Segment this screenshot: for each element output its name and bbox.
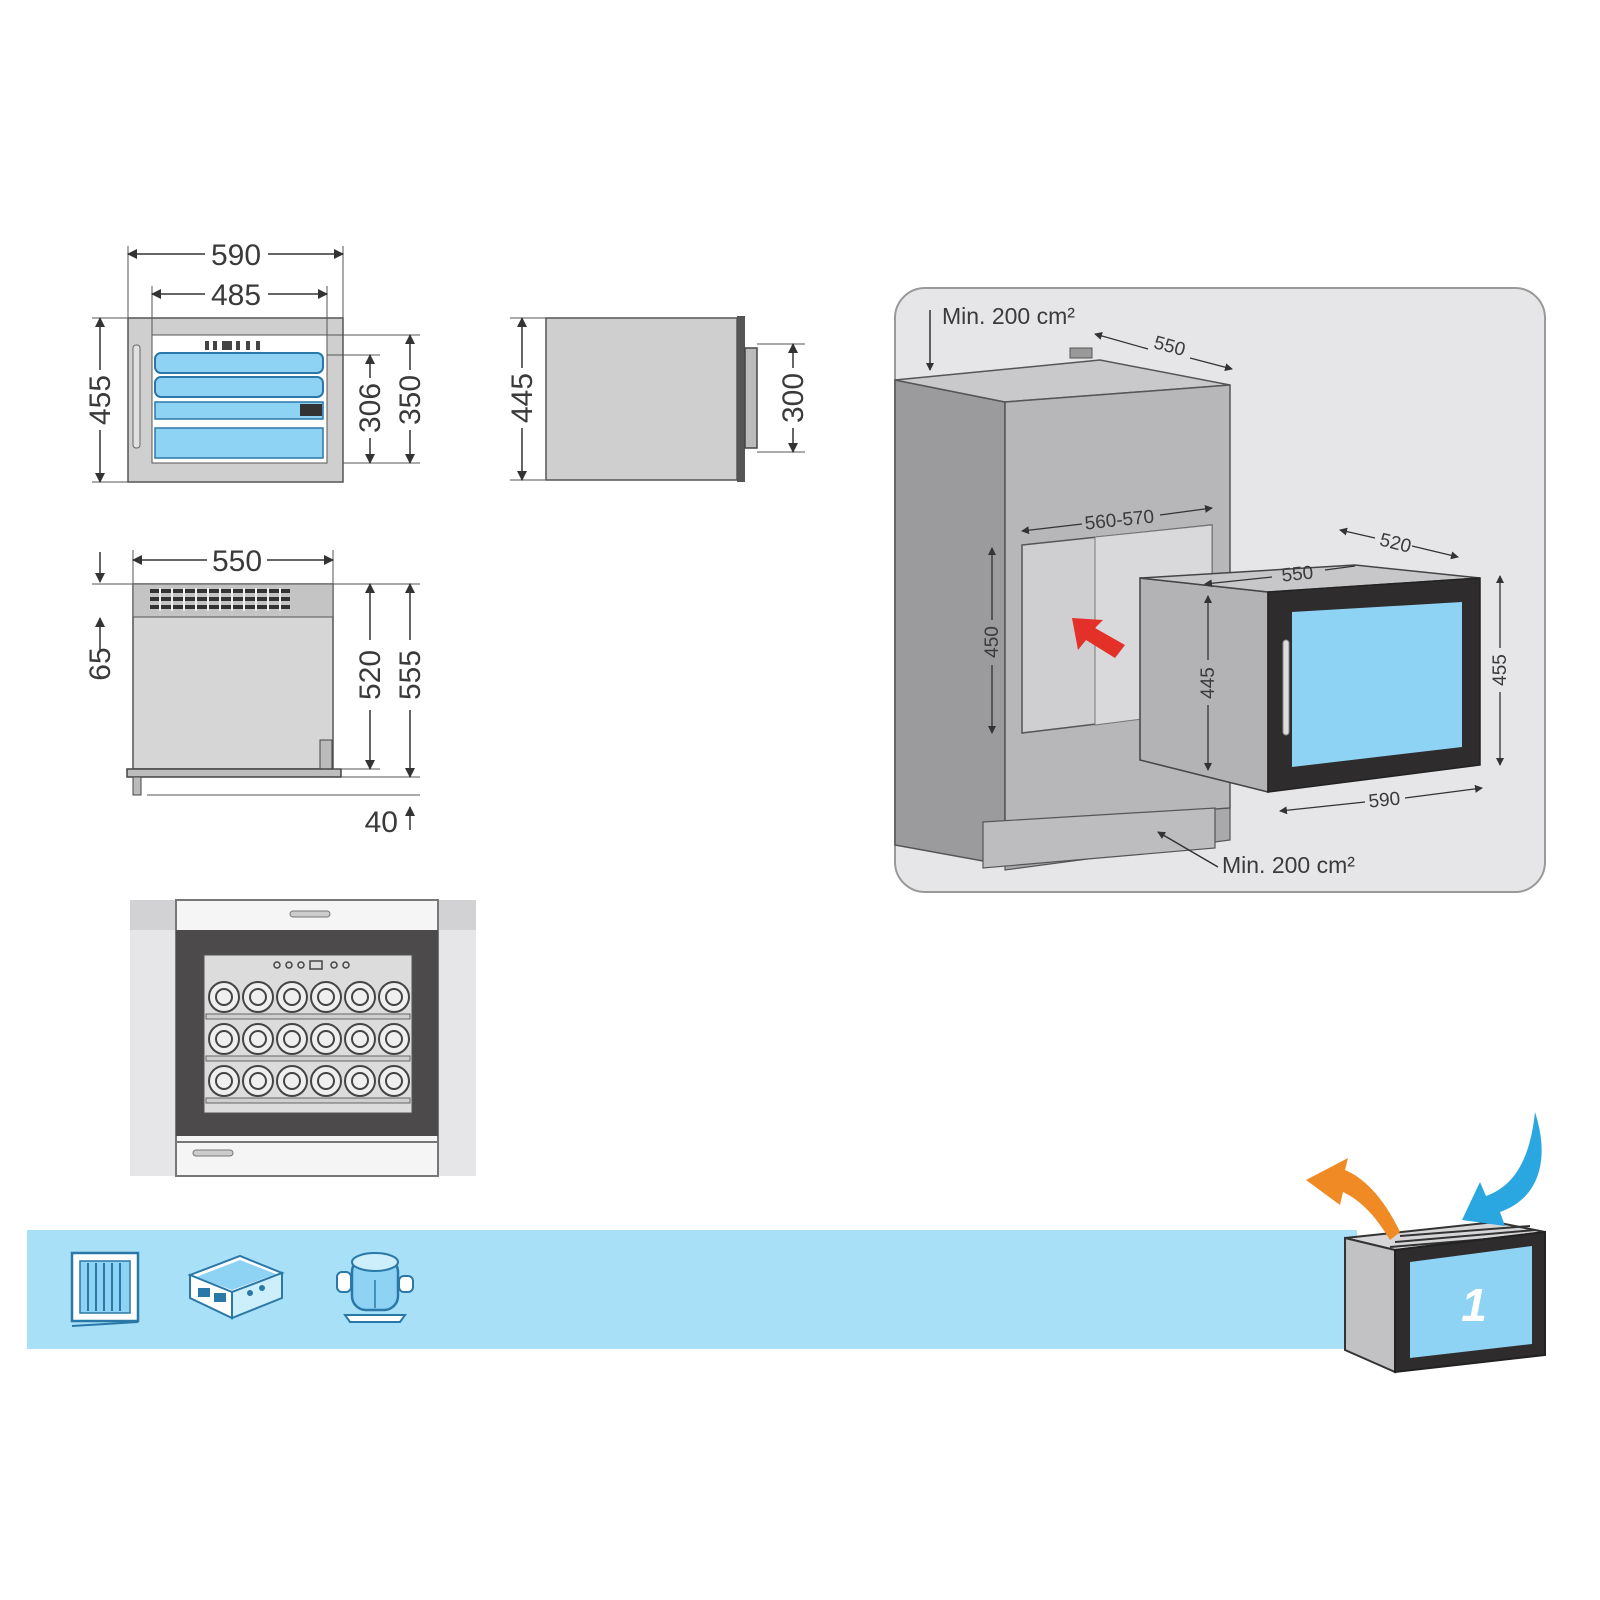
front-view: 590 485 455 306 350	[84, 239, 427, 483]
wine-bottle-icon	[310, 981, 342, 1013]
dim-unit-body-height: 445	[1198, 667, 1219, 699]
wine-bottle-neck	[283, 1030, 301, 1048]
wine-bottle-icon	[378, 1065, 410, 1097]
built-in-kitchen-view	[130, 899, 476, 1177]
wine-bottle-icon	[344, 1065, 376, 1097]
wine-bottle-icon	[344, 981, 376, 1013]
electronic-control-icon	[187, 1254, 285, 1320]
wine-bottle-neck	[317, 1030, 335, 1048]
dim-unit-door-height: 455	[1490, 654, 1511, 686]
wine-bottle-neck	[215, 1030, 233, 1048]
front-ventilation-unit: 1	[1306, 1112, 1546, 1374]
dim-depth-555: 555	[394, 650, 427, 700]
dim-side-height: 445	[506, 373, 539, 423]
unit-door-glass	[1292, 602, 1462, 767]
built-in-control-panel	[273, 960, 350, 970]
wine-bottle-icon	[310, 1065, 342, 1097]
bottom-ventilation-label: Min. 200 cm²	[1222, 852, 1355, 878]
top-ventilation-label: Min. 200 cm²	[942, 303, 1075, 329]
wine-bottle-neck	[351, 1030, 369, 1048]
wine-bottle-neck	[351, 1072, 369, 1090]
dim-handle-length: 300	[777, 373, 810, 423]
dim-front-width-inner: 485	[211, 279, 261, 312]
top-door	[126, 768, 342, 778]
top-view: 550 65 520 555 40	[84, 545, 427, 839]
wine-bottle-neck	[283, 988, 301, 1006]
compressor-icon	[336, 1252, 414, 1323]
wine-bottle-icon	[208, 1023, 240, 1055]
side-view: 445 300	[506, 316, 810, 482]
side-cabinet	[545, 317, 738, 481]
wine-bottle-neck	[351, 988, 369, 1006]
insert-direction-arrow-icon	[1072, 618, 1125, 658]
front-shelf	[154, 376, 324, 398]
dim-unit-body-width: 550	[1281, 562, 1315, 586]
wine-bottle-neck	[385, 1072, 403, 1090]
warm-air-outflow-arrow-icon	[1306, 1158, 1400, 1240]
wine-bottle-neck	[249, 1030, 267, 1048]
dim-front-height-306: 306	[354, 383, 387, 433]
wine-bottle-icon	[208, 981, 240, 1013]
dim-front-height-350: 350	[394, 375, 427, 425]
feature-bar: 1	[27, 1112, 1546, 1374]
wine-bottle-neck	[215, 1072, 233, 1090]
front-shelf	[154, 427, 324, 459]
front-shelf	[154, 401, 324, 420]
wine-bottle-neck	[385, 1030, 403, 1048]
wine-bottle-icon	[344, 1023, 376, 1055]
side-handle	[744, 347, 758, 449]
side-door-edge	[737, 316, 745, 482]
wine-bottle-neck	[283, 1072, 301, 1090]
front-shelf	[154, 352, 324, 374]
cold-air-inflow-arrow-icon	[1462, 1112, 1542, 1226]
wine-bottle-icon	[378, 981, 410, 1013]
dim-niche-height: 450	[982, 626, 1003, 658]
wine-bottle-neck	[317, 988, 335, 1006]
dim-door-offset: 40	[365, 806, 398, 839]
model-number-badge: 1	[1461, 1279, 1487, 1331]
wine-bottle-icon	[378, 1023, 410, 1055]
dim-front-height-outer: 455	[84, 375, 117, 425]
glass-door-icon	[70, 1251, 140, 1327]
wine-bottle-icon	[242, 1023, 274, 1055]
wine-bottle-icon	[310, 1023, 342, 1055]
wine-bottle-icon	[276, 981, 308, 1013]
dim-front-width-outer: 590	[211, 239, 261, 272]
dim-depth-520: 520	[354, 650, 387, 700]
wine-bottle-neck	[249, 1072, 267, 1090]
wine-bottle-neck	[385, 988, 403, 1006]
wine-bottle-neck	[249, 988, 267, 1006]
wine-bottle-icon	[276, 1023, 308, 1055]
bottle-shelf	[205, 1055, 411, 1062]
bottle-shelf	[205, 1013, 411, 1020]
bottle-shelf	[205, 1097, 411, 1104]
wine-bottle-icon	[208, 1065, 240, 1097]
front-control-buttons	[205, 341, 260, 350]
wine-bottle-rows	[205, 981, 411, 1104]
dim-vent-depth: 65	[84, 647, 117, 680]
dim-top-width: 550	[212, 545, 262, 578]
wine-bottle-icon	[276, 1065, 308, 1097]
installation-panel: Min. 200 cm² 550 560-570 450 520 550 445…	[894, 287, 1546, 893]
wine-bottle-neck	[215, 988, 233, 1006]
dim-unit-door-width: 590	[1368, 788, 1402, 812]
wine-bottle-neck	[317, 1072, 335, 1090]
wine-bottle-icon	[242, 981, 274, 1013]
wine-bottle-icon	[242, 1065, 274, 1097]
